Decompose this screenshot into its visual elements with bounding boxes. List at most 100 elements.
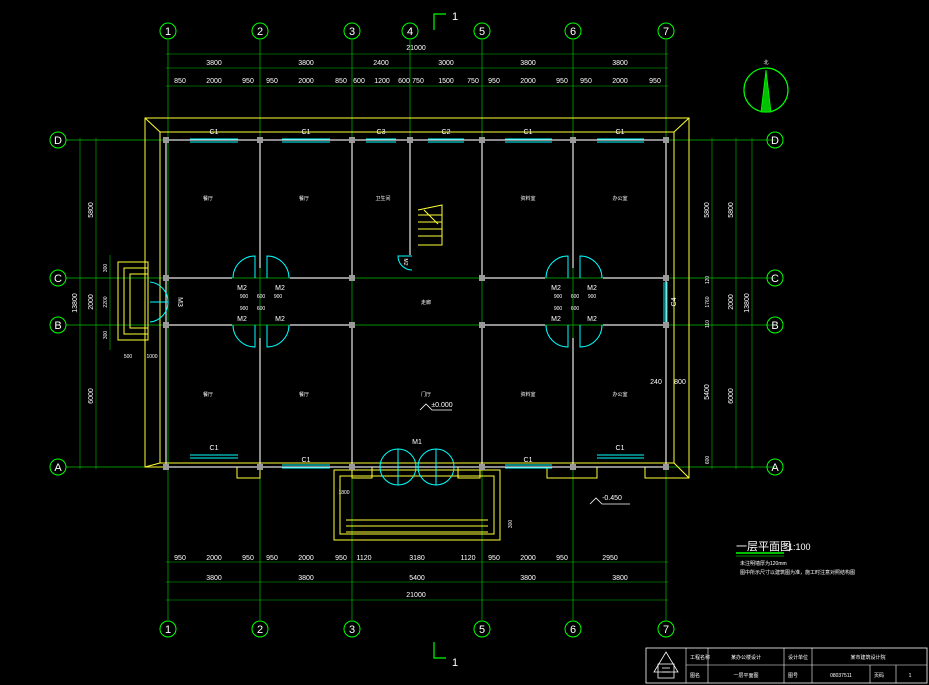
dim-bottom-row1-value: 1120 (460, 555, 475, 562)
grid-bubble-top-1-label: 1 (165, 26, 171, 38)
dim-top-row2-value: 850 (174, 78, 186, 85)
dim-bottom-row2-value: 3800 (520, 575, 536, 582)
door-label-entry: M1 (412, 439, 422, 446)
grid-bubble-right-B-label: B (771, 320, 778, 332)
grid-bubble-top-3-label: 3 (349, 26, 355, 38)
axis-lines (66, 40, 775, 620)
dim-top-row2-value: 950 (580, 78, 592, 85)
room-label: 办公室 (612, 391, 627, 398)
room-label: 办公室 (612, 195, 627, 202)
door-label-stair: M2 (402, 259, 408, 266)
grid-bubble-right-D: D (766, 131, 784, 149)
grid-bubble-top-6-label: 6 (570, 26, 576, 38)
room-label: 餐厅 (299, 195, 309, 202)
door-label: M2 (551, 285, 561, 292)
grid-bubble-left-B-label: B (54, 320, 61, 332)
grid-bubble-bottom-3: 3 (343, 620, 361, 638)
grid-bubble-top-7-label: 7 (663, 26, 669, 38)
grid-bubble-right-A-label: A (771, 462, 779, 474)
grid-bubble-top-6: 6 (564, 22, 582, 40)
dim-top-row2-value: 750 (412, 78, 424, 85)
dim-bottom-row1-value: 2000 (298, 555, 314, 562)
tb-sheet-label: 页码 (874, 672, 884, 679)
grid-bubble-top-5-label: 5 (479, 26, 485, 38)
dim-top-row2-value: 1200 (374, 78, 390, 85)
dim-top-row2-value: 950 (488, 78, 500, 85)
tb-project-label: 工程名称 (690, 654, 710, 661)
dim-bottom-row2-value: 3800 (612, 575, 628, 582)
grid-bubble-bottom-7: 7 (657, 620, 675, 638)
dim-top-row2-value: 950 (556, 78, 568, 85)
dim-left-2: 2000 (88, 294, 95, 310)
small-dim: 600 (571, 294, 580, 300)
room-label: 餐厅 (203, 195, 213, 202)
dim-bottom-row1-value: 950 (174, 555, 186, 562)
grid-bubble-bottom-3-label: 3 (349, 624, 355, 636)
dim-left-small-2: 2200 (103, 296, 109, 307)
small-dim: 500 (124, 354, 133, 360)
dim-left-small-3: 300 (103, 331, 109, 340)
dim-top-row1-value: 3800 (520, 60, 536, 67)
room-label: 门厅 (421, 391, 431, 398)
door-label: M2 (237, 316, 247, 323)
dim-top-row1-value: 3000 (438, 60, 454, 67)
dim-total-top: 21000 (406, 45, 426, 52)
window-label: C4 (671, 297, 678, 306)
dim-top-row2-value: 950 (266, 78, 278, 85)
tb-number-label: 图号 (788, 673, 798, 679)
dim-total-bottom: 21000 (406, 592, 426, 599)
dim-right-fine-4: 110 (705, 320, 711, 328)
grid-bubble-bottom-2-label: 2 (257, 624, 263, 636)
tb-sheet-value: 1 (909, 673, 912, 679)
small-dim: 900 (588, 294, 597, 300)
tb-number-value: 08037511 (830, 673, 852, 679)
door-label-side: M3 (176, 297, 183, 307)
dim-left-small-1: 300 (103, 264, 109, 273)
dimension-text-top: 21000 (406, 45, 426, 52)
dim-top-row1-value: 3800 (206, 60, 222, 67)
window-label: C3 (377, 129, 386, 136)
window-label: C1 (210, 445, 219, 452)
tb-drawing-label: 图名 (690, 672, 700, 679)
window-label: C1 (616, 129, 625, 136)
section-mark-top: 1 (452, 11, 458, 23)
note-2: 图中所示尺寸以建筑图为准，施工时注意对照结构图 (740, 569, 855, 576)
dim-left-outer: 13800 (72, 293, 79, 313)
dim-bottom-row1-value: 950 (266, 555, 278, 562)
small-dim: 1800 (338, 490, 349, 496)
grid-bubble-left-B: B (49, 316, 67, 334)
dim-top-row2-value: 950 (649, 78, 661, 85)
small-dims: 900 600 900 600 900 900 600 900 600 900 … (124, 294, 597, 528)
grid-bubble-bottom-1-label: 1 (165, 624, 171, 636)
grid-bubble-right-C: C (766, 269, 784, 287)
tb-drawing-value: 一层平面图 (733, 673, 758, 679)
dim-bottom-row1-value: 2950 (602, 555, 618, 562)
dim-bottom-row1-value: 2000 (520, 555, 536, 562)
room-label: 餐厅 (299, 391, 309, 398)
dim-right-2: 2000 (728, 294, 735, 310)
doors (149, 255, 603, 486)
dim-top-row2-value: 1500 (438, 78, 454, 85)
interior-walls (165, 139, 667, 468)
dim-top-row1-value: 3800 (612, 60, 628, 67)
door-label: M2 (551, 316, 561, 323)
window-label: C1 (524, 129, 533, 136)
small-dim: 900 (274, 294, 283, 300)
grid-bubble-top-2-label: 2 (257, 26, 263, 38)
dim-right-fine-1: 5800 (704, 202, 711, 218)
dim-top-row2-value: 600 (353, 78, 365, 85)
door-labels: M2 M2 M2 M2 M2 M2 M2 M2 M1 M3 M2 (176, 259, 597, 446)
dim-right-1: 5800 (728, 202, 735, 218)
dim-top-row2-value: 2000 (206, 78, 222, 85)
room-label: 走廊 (421, 299, 431, 306)
window-label: C1 (524, 457, 533, 464)
dim-bottom-row1-value: 950 (556, 555, 568, 562)
grid-bubble-bottom-6-label: 6 (570, 624, 576, 636)
level-mark-exterior: -0.450 (602, 495, 622, 502)
door-label: M2 (275, 285, 285, 292)
grid-bubble-bottom-5: 5 (473, 620, 491, 638)
tb-project-value: 某办公楼设计 (731, 654, 761, 661)
grid-bubble-right-A: A (766, 458, 784, 476)
